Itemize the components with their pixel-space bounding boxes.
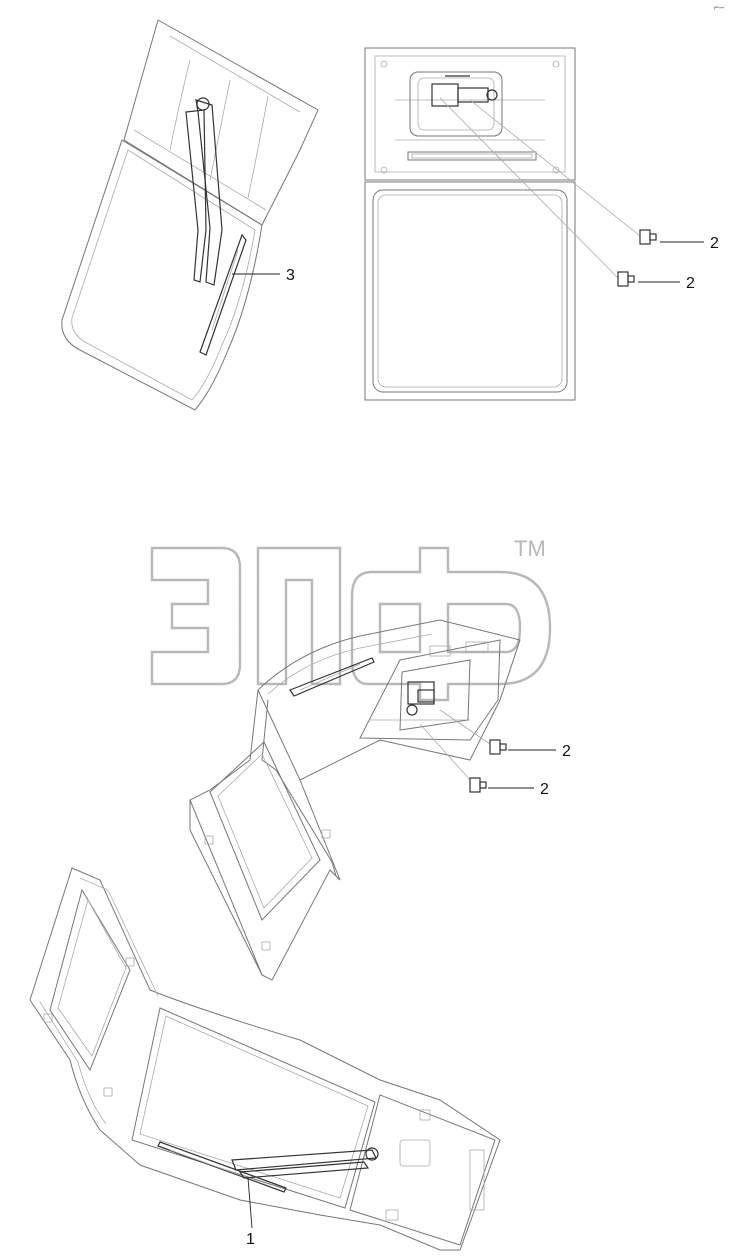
- view-middle-isometric-frame: [189, 619, 521, 981]
- watermark-logo: TM: [150, 536, 552, 702]
- view-bottom-isometric-frame: [29, 867, 501, 1251]
- callout-label-1: 1: [246, 1231, 255, 1248]
- bolt-icon: [469, 777, 487, 793]
- bolt-icon: [639, 229, 657, 245]
- callout-3: 3: [232, 267, 295, 284]
- callout-label-3: 3: [286, 267, 295, 284]
- bolt-icon: [617, 271, 635, 287]
- callout-2-top-lower: 2: [638, 275, 695, 292]
- bolt-icon: [489, 739, 507, 755]
- callout-label-2: 2: [710, 235, 719, 252]
- callout-label-2: 2: [686, 275, 695, 292]
- corner-mark: ⌐–: [714, 2, 724, 12]
- callout-2-top-upper: 2: [660, 235, 719, 252]
- trademark-text: TM: [514, 536, 546, 561]
- view-top-right-front-panel: [364, 47, 657, 401]
- callout-label-2: 2: [540, 781, 549, 798]
- callout-2-middle-upper: 2: [508, 743, 571, 760]
- callout-1: 1: [246, 1177, 255, 1248]
- view-top-left-windshield: [61, 19, 319, 411]
- callout-label-2: 2: [562, 743, 571, 760]
- callout-2-middle-lower: 2: [488, 781, 549, 798]
